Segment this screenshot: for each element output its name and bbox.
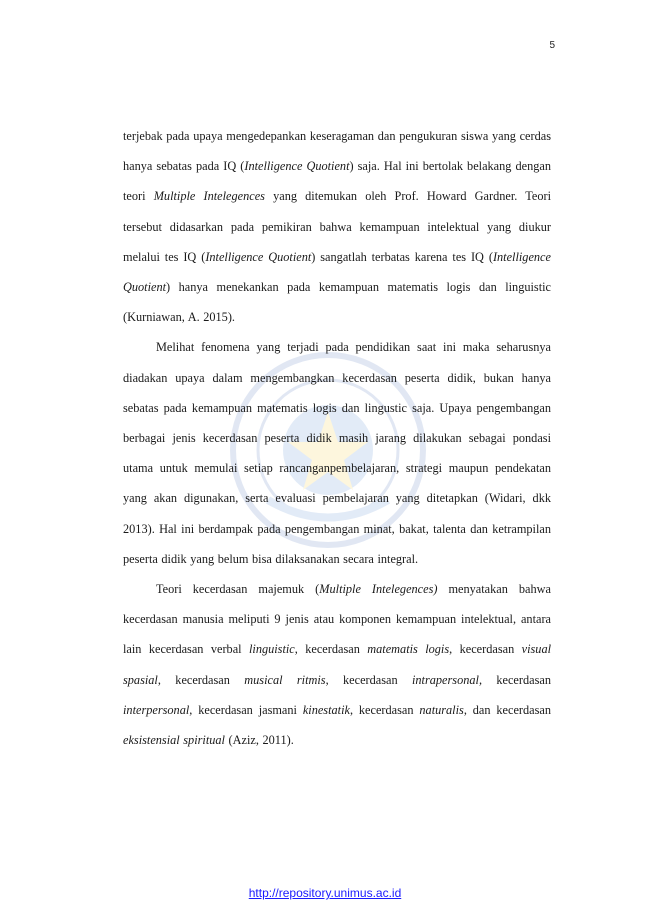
- italic-term: Multiple Intelegences: [153, 189, 265, 204]
- italic-term: Multiple Intelegences): [319, 582, 438, 597]
- italic-term: linguistic: [248, 642, 295, 657]
- italic-term: Intelligence Quotient: [244, 159, 350, 174]
- text-run: kecerdasan: [482, 672, 551, 687]
- text-run: ) saja. Hal ini bertolak belakang dengan…: [123, 159, 551, 204]
- text-run: , kecerdasan: [349, 702, 420, 717]
- text-run: (Aziz, 2011).: [224, 733, 294, 748]
- italic-term: naturalis: [419, 702, 464, 717]
- text-run: ) hanya menekankan pada kemampuan matema…: [123, 280, 551, 325]
- text-run: , kecerdasan: [325, 672, 412, 687]
- italic-term: Intelligence Quotient: [123, 249, 551, 295]
- text-run: , kecerdasan: [449, 642, 522, 657]
- italic-term: Intelligence Quotient: [205, 249, 312, 264]
- text-run: , kecerdasan jasmani: [189, 702, 303, 717]
- italic-term: interpersonal: [123, 702, 190, 717]
- text-run: terjebak pada upaya mengedepankan kesera…: [123, 129, 551, 174]
- text-run: , dan kecerdasan: [463, 702, 551, 717]
- italic-term: matematis logis: [367, 642, 450, 657]
- italic-term: kinestatik: [302, 702, 350, 717]
- text-run: Teori kecerdasan majemuk (: [156, 582, 320, 597]
- text-run: , kecerdasan: [294, 642, 368, 657]
- page-number: 5: [549, 40, 555, 51]
- italic-term: eksistensial spiritual: [123, 733, 225, 748]
- italic-term: intrapersonal,: [411, 672, 483, 687]
- italic-term: visual spasial: [123, 642, 552, 687]
- text-run: , kecerdasan: [157, 672, 245, 687]
- footer: http://repository.unimus.ac.id: [0, 886, 650, 900]
- repository-link[interactable]: http://repository.unimus.ac.id: [248, 886, 402, 900]
- text-run: menyatakan bahwa kecerdasan manusia meli…: [123, 582, 551, 657]
- paragraph: terjebak pada upaya mengedepankan kesera…: [123, 121, 551, 332]
- paragraph: Teori kecerdasan majemuk (Multiple Intel…: [123, 574, 551, 755]
- text-run: ) sangatlah terbatas karena tes IQ (: [311, 249, 493, 264]
- document-body: terjebak pada upaya mengedepankan kesera…: [123, 121, 551, 755]
- paragraph: Melihat fenomena yang terjadi pada pendi…: [123, 332, 551, 574]
- text-run: yang ditemukan oleh Prof. Howard Gardner…: [123, 189, 552, 264]
- italic-term: musical ritmis: [244, 672, 326, 687]
- text-run: Melihat fenomena yang terjadi pada pendi…: [123, 340, 551, 566]
